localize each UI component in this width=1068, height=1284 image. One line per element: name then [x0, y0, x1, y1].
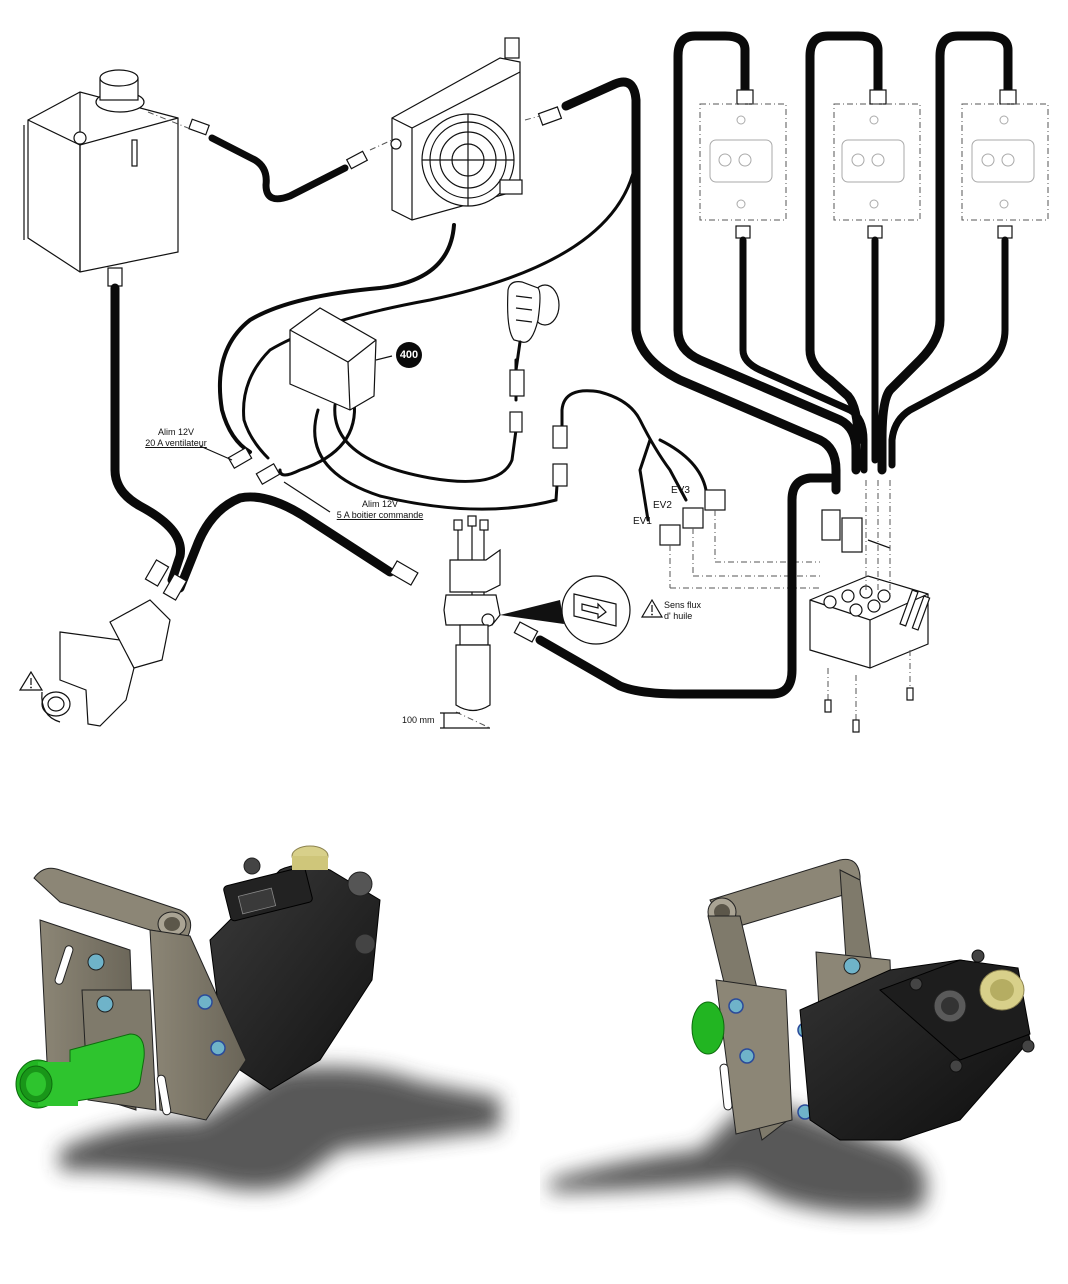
control-power-line2: 5 A boitier commande: [336, 510, 424, 520]
clearance-label: 100 mm: [402, 715, 435, 725]
oil-flow-label: Sens flux d' huile: [664, 600, 701, 622]
hydraulic-motor-3: [877, 31, 1049, 475]
control-power-line1: Alim 12V: [361, 499, 398, 509]
directional-valve-block: [809, 480, 931, 733]
control-box: [289, 307, 393, 411]
pump-render-rear: [550, 858, 1035, 1214]
hydraulic-motor-1: [673, 31, 868, 475]
oil-flow-line1: Sens flux: [664, 600, 702, 610]
tank-cooler-hose: [147, 111, 393, 203]
cooler-return-hose: [524, 77, 841, 495]
hydraulic-tank: [23, 69, 179, 273]
fan-power-line2: 20 A ventilateur: [145, 438, 207, 448]
valve-label-ev1: EV1: [633, 516, 652, 527]
warning-icon: [18, 670, 44, 691]
hydraulic-pump: [41, 599, 171, 727]
pump-hoses: [107, 267, 419, 601]
pto-shaft: [691, 1001, 725, 1055]
pump-body: [209, 845, 381, 1091]
control-power-label: Alim 12V 5 A boitier commande: [330, 499, 430, 521]
fan-power-label: Alim 12V 20 A ventilateur: [140, 427, 212, 449]
hydraulic-motor-2: [805, 31, 921, 464]
pump-body: [799, 949, 1035, 1141]
solenoid-connectors: [659, 489, 820, 589]
power-plugs: [199, 445, 331, 513]
remote-control: [507, 281, 568, 487]
fan-power-line1: Alim 12V: [157, 427, 194, 437]
render-shadow: [60, 1066, 500, 1190]
mounting-bracket: [707, 858, 893, 1141]
pump-render-front: [15, 845, 500, 1190]
filter-valve-hose: [513, 473, 835, 699]
valve-label-ev3: EV3: [671, 485, 690, 496]
pto-shaft: [15, 1033, 145, 1109]
oil-flow-callout: [500, 575, 664, 645]
oil-cooler-fan: [390, 37, 523, 221]
hydraulic-schematic: .ln { fill:none; stroke:#111; stroke-wid…: [18, 31, 1049, 733]
callout-number-badge: 400: [396, 342, 422, 368]
valve-label-ev2: EV2: [653, 500, 672, 511]
control-wiring: [217, 158, 708, 522]
oil-flow-line2: d' huile: [664, 611, 693, 621]
return-filter: [440, 515, 501, 729]
